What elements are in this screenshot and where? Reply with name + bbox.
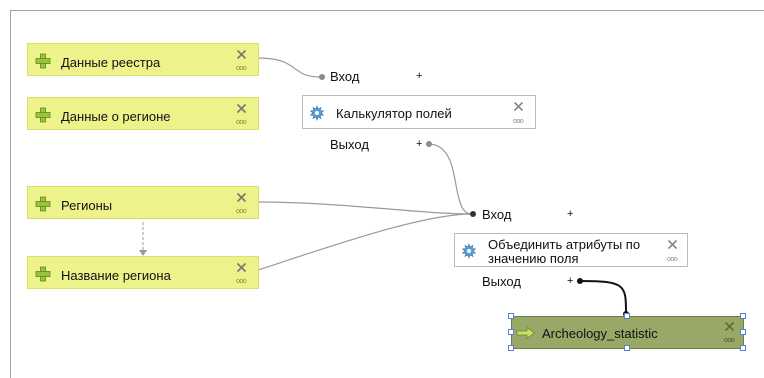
- input-node-registry[interactable]: Данные реестра ooo: [27, 43, 259, 76]
- canvas-border-left: [10, 10, 11, 378]
- port-dot-calculator-in: [319, 74, 325, 80]
- selection-handle-ml[interactable]: [508, 329, 514, 335]
- selection-handle-bl[interactable]: [508, 345, 514, 351]
- remove-node-icon[interactable]: [236, 103, 247, 114]
- gear-icon: [309, 105, 325, 121]
- input-node-region-name[interactable]: Название региона ooo: [27, 256, 259, 289]
- selection-handle-tm[interactable]: [624, 313, 630, 319]
- algorithm-label: Калькулятор полей: [336, 106, 452, 121]
- gear-icon: [461, 243, 477, 259]
- more-options-icon[interactable]: ooo: [513, 118, 524, 125]
- output-arrow-icon: [516, 326, 536, 340]
- algorithm-node-field-calculator[interactable]: Калькулятор полей ooo: [302, 95, 536, 129]
- add-input-icon: [35, 196, 51, 212]
- wire-regions-to-join: [257, 201, 473, 215]
- more-options-icon[interactable]: ooo: [667, 256, 678, 263]
- add-input-icon: [35, 53, 51, 69]
- selection-handle-bm[interactable]: [624, 345, 630, 351]
- remove-node-icon[interactable]: [667, 239, 678, 250]
- algorithm-node-join-attributes[interactable]: Объединить атрибуты по значению поля ooo: [454, 233, 688, 267]
- input-label: Данные о регионе: [61, 109, 171, 124]
- more-options-icon[interactable]: ooo: [236, 65, 247, 72]
- more-options-icon[interactable]: ooo: [236, 278, 247, 285]
- join-output-port[interactable]: Выход: [482, 274, 521, 289]
- join-input-port[interactable]: Вход: [482, 207, 512, 222]
- remove-node-icon[interactable]: [236, 262, 247, 273]
- output-label: Archeology_statistic: [542, 326, 658, 341]
- output-node-archeology-statistic[interactable]: Archeology_statistic ooo: [511, 316, 744, 349]
- selection-handle-mr[interactable]: [740, 329, 746, 335]
- add-input-icon: [35, 107, 51, 123]
- port-dot-join-out: [577, 278, 583, 284]
- remove-node-icon[interactable]: [513, 101, 524, 112]
- calculator-input-port[interactable]: Вход: [330, 69, 360, 84]
- selection-handle-tr[interactable]: [740, 313, 746, 319]
- input-node-region-data[interactable]: Данные о регионе ooo: [27, 97, 259, 130]
- join-input-add-icon[interactable]: +: [567, 208, 574, 220]
- add-input-icon: [35, 266, 51, 282]
- more-options-icon[interactable]: ooo: [236, 119, 247, 126]
- more-options-icon[interactable]: ooo: [236, 208, 247, 215]
- input-label: Данные реестра: [61, 55, 161, 70]
- wire-region-name-to-join: [257, 213, 473, 271]
- selection-handle-br[interactable]: [740, 345, 746, 351]
- wire-calculator-to-join: [427, 143, 473, 215]
- more-options-icon[interactable]: ooo: [724, 337, 735, 344]
- algorithm-label-line1: Объединить атрибуты по: [488, 237, 641, 252]
- port-dot-join-in: [470, 211, 476, 217]
- join-output-add-icon[interactable]: +: [567, 275, 574, 287]
- algorithm-label-line2: значению поля: [488, 251, 579, 266]
- remove-node-icon[interactable]: [236, 49, 247, 60]
- selection-handle-tl[interactable]: [508, 313, 514, 319]
- calculator-output-port[interactable]: Выход: [330, 137, 369, 152]
- input-label: Название региона: [61, 268, 171, 283]
- calculator-input-add-icon[interactable]: +: [416, 70, 423, 82]
- canvas-border-top: [10, 10, 764, 11]
- wire-registry-to-calculator: [257, 57, 321, 78]
- port-dot-calculator-out: [426, 141, 432, 147]
- remove-node-icon[interactable]: [724, 321, 735, 332]
- calculator-output-add-icon[interactable]: +: [416, 138, 423, 150]
- remove-node-icon[interactable]: [236, 192, 247, 203]
- input-label: Регионы: [61, 198, 113, 213]
- wire-join-to-output: [579, 280, 627, 313]
- input-node-regions[interactable]: Регионы ooo: [27, 186, 259, 219]
- dependency-arrowhead: [139, 250, 147, 256]
